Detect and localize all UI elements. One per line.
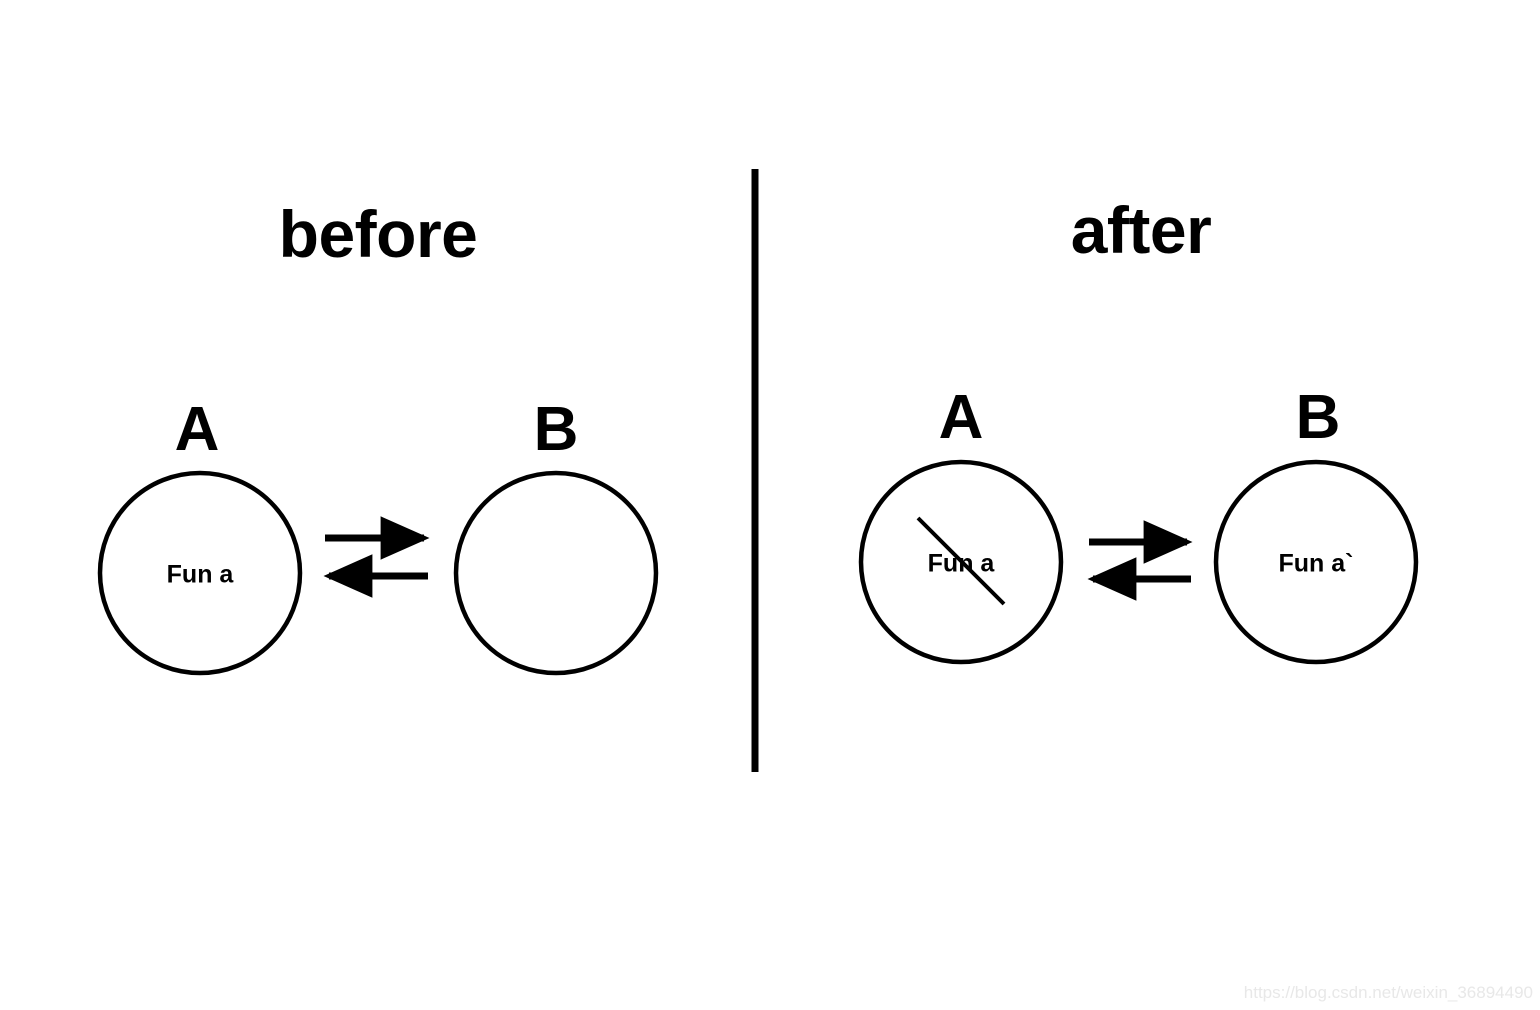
node-circle-before-a[interactable] xyxy=(97,470,303,676)
node-letter-before-b: B xyxy=(534,395,579,464)
node-letter-before-a: A xyxy=(175,395,220,464)
node-after-a[interactable]: A Fun a xyxy=(858,383,1064,665)
watermark: https://blog.csdn.net/weixin_36894490 xyxy=(1244,983,1533,1002)
node-letter-after-b: B xyxy=(1296,383,1341,452)
arrow-group-after xyxy=(1087,520,1193,601)
node-before-b[interactable]: B xyxy=(453,395,659,676)
node-letter-after-a: A xyxy=(939,383,984,452)
panel-after: after A Fun a B Fun a` xyxy=(858,193,1419,665)
node-text-before-a: Fun a xyxy=(167,561,235,589)
panel-title-before: before xyxy=(279,197,478,271)
node-text-after-b: Fun a` xyxy=(1279,550,1354,578)
strikethrough-icon xyxy=(916,516,1006,606)
arrow-group-before xyxy=(323,516,430,598)
node-circle-after-b[interactable] xyxy=(1213,459,1419,665)
node-after-b[interactable]: B Fun a` xyxy=(1213,383,1419,665)
node-circle-before-b[interactable] xyxy=(453,470,659,676)
node-before-a[interactable]: A Fun a xyxy=(97,395,303,676)
panel-before: before A Fun a B xyxy=(97,197,659,676)
panel-title-after: after xyxy=(1071,193,1212,267)
